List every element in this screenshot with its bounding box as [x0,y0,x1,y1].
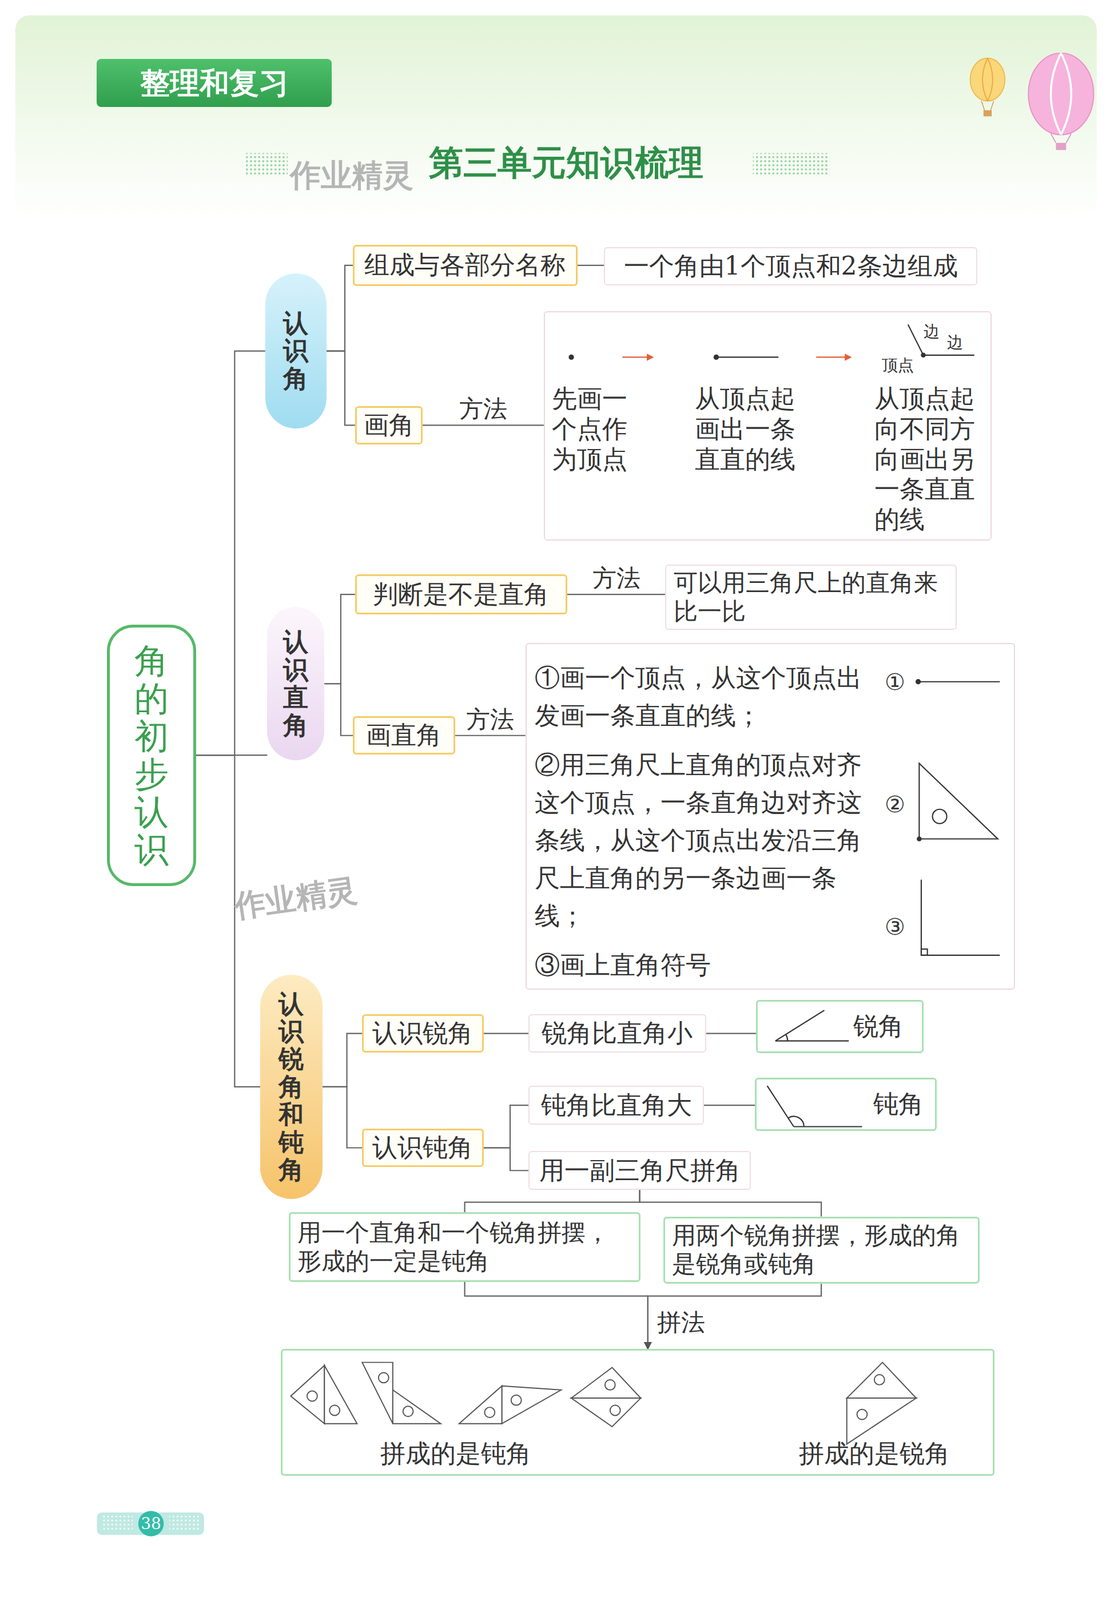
connector [483,1147,529,1171]
node-text: 拼成的是锐角 [760,1438,989,1469]
step-number: ③ [884,913,906,940]
connector [639,1189,822,1216]
node-text: 拼成的是钝角 [341,1438,571,1469]
figure-box: 钝角 [754,1077,937,1131]
connector [464,1281,648,1350]
part-label: 边 [923,322,940,341]
node-text: 角的初步认识 [134,641,169,869]
topic-pill: 认识直角 [267,606,325,761]
node-text: 整理和复习 [140,65,289,101]
edge-label: 方法 [463,706,517,733]
connector [483,1032,529,1034]
node-text: 画直角 [365,719,442,751]
concept-box: 画直角 [352,715,455,755]
node-text: 可以用三角尺上的直角来比一比 [673,568,949,627]
topic-pill: 认识锐角和钝角 [260,974,323,1199]
node-text: ①画一个顶点，从这个顶点出发画一条直直的线； [534,658,867,735]
part-label: 边 [947,333,964,352]
connector [196,351,266,755]
right-angle-figure [916,679,1000,956]
concept-box: 判断是不是直角 [355,574,568,615]
node-text: 判断是不是直角 [372,579,549,610]
connector [464,1189,640,1212]
connector [455,734,526,736]
connector [326,351,356,426]
node-text: 从顶点起向不同方向画出另一条直直的线 [874,383,983,535]
node-text: ③画上直角符号 [534,945,867,984]
connector [326,265,353,352]
node-text: 从顶点起画出一条直直的线 [694,383,803,475]
node-text: 一个角由1个顶点和2条边组成 [623,251,958,282]
steps-panel: ①画一个顶点，从这个顶点出发画一条直直的线； ②用三角尺上直角的顶点对齐这个顶点，… [525,642,1016,990]
steps-panel: 先画一个点作为顶点从顶点起画出一条直直的线从顶点起向不同方向画出另一条直直的线 [543,311,992,541]
root-topic: 角的初步认识 [106,624,196,886]
summary-box: 用两个锐角拼摆，形成的角是锐角或钝角 [663,1216,980,1284]
step-number: ① [884,669,906,695]
connector [483,1104,529,1148]
node-text: 认识直角 [283,627,309,739]
node-text: 先画一个点作为顶点 [551,383,633,475]
edge-label: 方法 [456,395,510,423]
node-text: 用两个锐角拼摆，形成的角是锐角或钝角 [671,1220,972,1279]
illustration [15,15,1097,1537]
node-text: 用一副三角尺拼角 [539,1155,741,1186]
connector [567,593,666,595]
detail-box: 用一副三角尺拼角 [528,1150,751,1190]
set-square-figure [290,1362,917,1444]
concept-box: 认识钝角 [361,1128,484,1167]
node-text: 钝角比直角大 [540,1089,692,1121]
concept-box: 组成与各部分名称 [352,244,578,286]
node-text: 认识角 [283,309,309,393]
connector [322,1086,363,1148]
detail-box: 可以用三角尺上的直角来比一比 [665,564,957,631]
node-text: 钝角 [873,1088,924,1120]
detail-box: 一个角由1个顶点和2条边组成 [603,247,978,286]
connector [324,594,356,684]
header-badge: 整理和复习 [96,58,332,107]
connector [422,424,544,426]
summary-box: 用一个直角和一个锐角拼摆，形成的一定是钝角 [288,1211,641,1281]
detail-box: 锐角比直角小 [528,1013,706,1053]
figure-box: 锐角 [756,999,924,1053]
page-title: 第三单元知识梳理 [428,140,704,187]
balloon [1028,53,1094,150]
page-number: 38 [140,1514,162,1533]
node-text: 认识锐角 [372,1017,473,1049]
connector [324,683,353,735]
part-label: 顶点 [881,356,914,375]
topic-pill: 认识角 [265,273,327,429]
page-tag [96,1510,204,1537]
node-text: 认识锐角和钝角 [278,989,304,1184]
connector [322,1033,363,1087]
watermark: 作业精灵 [232,872,360,923]
connector [577,264,604,266]
concept-box: 画角 [355,406,423,445]
watermark: 作业精灵 [289,158,414,193]
node-text: 画角 [363,410,415,441]
node-text: 锐角比直角小 [541,1017,693,1049]
edge-label: 方法 [590,565,643,592]
detail-box: 钝角比直角大 [528,1085,704,1125]
connector [703,1104,755,1106]
concept-box: 认识锐角 [361,1013,484,1053]
edge-label: 拼法 [654,1309,708,1336]
node-text: 锐角 [853,1011,904,1042]
step-number: ② [884,791,906,817]
node-text: ②用三角尺上直角的顶点对齐这个顶点，一条直角边对齐这条线，从这个顶点出发沿三角尺… [534,745,867,935]
node-text: 用一个直角和一个锐角拼摆，形成的一定是钝角 [297,1218,632,1276]
figure-panel: 拼成的是钝角 拼成的是锐角 [280,1348,995,1475]
angle-step-figure [569,324,974,361]
balloon [970,58,1006,117]
node-text: 组成与各部分名称 [364,249,566,281]
angle-figure [767,1009,863,1127]
node-text: 认识钝角 [372,1132,473,1163]
connector [706,1032,757,1034]
connector [647,1283,822,1349]
